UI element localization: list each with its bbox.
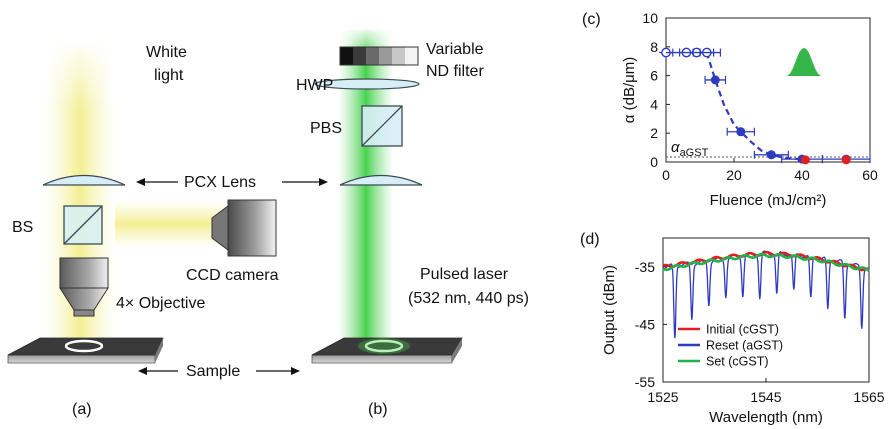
series-line — [661, 252, 871, 272]
sample-label: Sample — [186, 363, 240, 380]
y-tick-label: 10 — [642, 10, 658, 26]
objective-label: 4× Objective — [116, 295, 205, 312]
bs-label: BS — [12, 219, 33, 236]
legend-label: Initial (cGST) — [706, 323, 779, 337]
pcx-lens-callout: PCX Lens — [136, 174, 328, 191]
pbs-label: PBS — [310, 120, 342, 137]
nd-filter-icon — [339, 46, 419, 66]
chart-c-ylabel: α (dB/μm) — [621, 57, 638, 123]
chart-c-xlabel: Fluence (mJ/cm²) — [710, 192, 827, 209]
sample-callout: Sample — [138, 363, 300, 380]
beam-splitter — [63, 205, 103, 245]
nd-filter-label: Variable — [426, 41, 484, 58]
white-light-label-2: light — [154, 67, 184, 84]
y-tick-label: 6 — [650, 68, 658, 84]
x-tick-label: 0 — [662, 167, 670, 183]
pulsed-laser-spec: (532 nm, 440 ps) — [408, 290, 529, 307]
chart-d: (d) 1525 1545 1565 -35 -45 -55 Output (dBm) W… — [580, 231, 885, 426]
chart-c: (c) 0 20 40 60 0 2 4 6 8 10 α (dB/μm) Fluence (mJ… — [582, 10, 878, 209]
x-tick-label: 40 — [794, 167, 810, 183]
sample-a — [7, 337, 164, 364]
pcx-lens-a — [42, 174, 126, 186]
hwp-icon — [314, 78, 420, 90]
x-tick-label: 60 — [862, 167, 878, 183]
pcx-lens-b — [339, 174, 423, 186]
fit-curve — [705, 52, 799, 161]
filled-data-point — [736, 127, 746, 137]
panel-b-label: (b) — [368, 401, 388, 418]
laser-beam — [338, 30, 394, 350]
ring-resonator-b — [364, 339, 404, 353]
y-tick-label: -55 — [635, 374, 655, 390]
y-tick-label: 2 — [650, 125, 658, 141]
pulsed-laser-label: Pulsed laser — [420, 266, 509, 283]
chart-d-legend: Initial (cGST) Reset (aGST) Set (cGST) — [678, 323, 783, 369]
panel-d-label: (d) — [580, 231, 600, 248]
setup-a: White light BS CCD camera 4× Objective — [7, 40, 279, 418]
x-tick-label: 1525 — [647, 389, 678, 405]
y-tick-label: -35 — [635, 259, 655, 275]
panel-a-label: (a) — [72, 401, 92, 418]
filled-data-point — [766, 150, 776, 160]
white-light-beam-horizontal — [115, 200, 225, 248]
y-tick-label: -45 — [635, 316, 655, 332]
y-tick-label: 0 — [650, 154, 658, 170]
setup-b: Variable ND filter HWP PBS Pulsed laser … — [296, 26, 529, 418]
pcx-lens-label: PCX Lens — [184, 174, 256, 191]
chart-c-frame — [665, 17, 871, 163]
x-tick-label: 1565 — [853, 389, 884, 405]
red-data-point — [841, 155, 851, 165]
sample-b — [311, 337, 463, 364]
pbs-icon — [361, 105, 403, 147]
x-tick-label: 1545 — [750, 389, 781, 405]
chart-d-ylabel: Output (dBm) — [601, 265, 618, 355]
x-tick-label: 20 — [726, 167, 742, 183]
nd-filter-label-2: ND filter — [426, 63, 484, 80]
ccd-camera-label: CCD camera — [186, 267, 279, 284]
alpha-agst-label: αaGST — [671, 139, 709, 159]
series-line — [661, 250, 871, 272]
ring-resonator-a — [64, 339, 104, 353]
legend-label: Reset (aGST) — [706, 339, 783, 353]
chart-d-xlabel: Wavelength (nm) — [709, 409, 823, 426]
red-data-point — [800, 155, 810, 165]
panel-c-label: (c) — [582, 11, 601, 28]
white-light-label: White — [146, 44, 187, 61]
filled-data-point — [710, 75, 720, 85]
objective-icon — [59, 257, 109, 317]
gaussian-pulse-icon — [786, 48, 822, 76]
y-tick-label: 4 — [650, 96, 658, 112]
ccd-camera-icon — [211, 199, 277, 257]
legend-label: Set (cGST) — [706, 355, 769, 369]
y-tick-label: 8 — [650, 39, 658, 55]
hwp-label: HWP — [296, 77, 333, 94]
